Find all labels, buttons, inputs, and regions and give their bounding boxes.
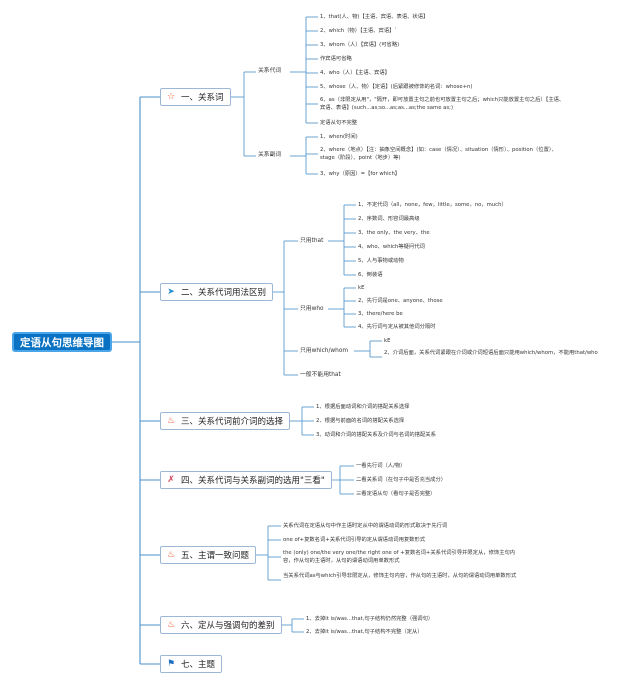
flame-icon: ♨: [166, 620, 176, 630]
leaf: 3、动词和介词的搭配关系及介词与名词的搭配关系: [316, 432, 436, 438]
flame-icon: ♨: [166, 550, 176, 560]
leaf: 1、when(时间): [320, 134, 358, 140]
topic-label: 七、主题: [181, 660, 216, 670]
topic-relative-words[interactable]: ☆ 一、关系词: [160, 88, 231, 106]
leaf: kE: [384, 338, 391, 344]
leaf: 6、倒装语: [358, 272, 383, 278]
topic-emphasis-difference[interactable]: ♨ 六、定从与强调句的差别: [160, 616, 282, 634]
paper-plane-icon: ➤: [167, 287, 175, 297]
leaf: 3、there/here be: [358, 311, 403, 317]
leaf: 关系代词在定语从句中作主语时定从中的谓语动词的形式取决于先行词: [283, 523, 448, 529]
topic-agreement[interactable]: ♨ 五、主谓一致问题: [160, 546, 257, 564]
topic-pronoun-usage[interactable]: ➤ 二、关系代词用法区别: [160, 283, 274, 301]
topic-label: 三、关系代词前介词的选择: [181, 417, 284, 427]
root-topic[interactable]: 定语从句思维导图: [12, 332, 112, 352]
leaf: kE: [358, 285, 365, 291]
topic-theme[interactable]: ⚑ 七、主题: [160, 655, 223, 673]
leaf: 5、whose（人、物）【定语】(后紧跟被修饰的名词：whose+n): [320, 84, 473, 90]
leaf: 4、who（人）【主语、宾语】: [320, 70, 390, 76]
leaf: 1、that(人、物)【主语、宾语、表语、状语】: [320, 14, 429, 20]
leaf: 2、序数词、形容词最高级: [358, 216, 420, 222]
leaf: 2、去掉it is/was...that,句子结构不完整（定从）: [306, 629, 423, 635]
branch-only-that[interactable]: 只用that: [300, 238, 324, 244]
leaf: 1、不定代词（all，none，few，little，some，no，much）: [358, 202, 507, 208]
leaf: 2、介词后面，关系代词紧跟在介词或介词短语后面只能用which/whom，不能用…: [384, 350, 598, 356]
topic-three-looks[interactable]: ✗ 四、关系代词与关系副词的选用"三看": [160, 471, 332, 489]
branch-relative-adverbs[interactable]: 关系副词: [258, 152, 282, 158]
branch-not-that[interactable]: 一般不能用that: [300, 372, 341, 378]
flag-icon: ⚑: [166, 659, 176, 669]
topic-label: 四、关系代词与关系副词的选用"三看": [181, 476, 325, 486]
leaf: 4、who、which等疑问代词: [358, 244, 425, 250]
topic-label: 二、关系代词用法区别: [181, 288, 267, 298]
leaf: 作宾语可省略: [320, 56, 352, 62]
leaf: 定语从句不完整: [320, 120, 358, 126]
leaf: 三看定语从句（看句子是否完整）: [356, 491, 436, 497]
leaf: 2、which（物）【主语、宾语】`: [320, 28, 398, 34]
leaf: 4、先行词与定从被其他词分隔时: [358, 324, 436, 330]
topic-label: 一、关系词: [181, 93, 224, 103]
star-outline-icon: ☆: [166, 92, 176, 102]
leaf: 3、the only、the very、the: [358, 230, 430, 236]
leaf: 3、why（原因）=【for which】: [320, 171, 401, 177]
topic-label: 六、定从与强调句的差别: [181, 621, 275, 631]
leaf: 2、where（地点）【注：抽象空间概念】(如：case（情况）、situati…: [320, 147, 557, 161]
leaf: 二看关系词（在句子中是否充当成分）: [356, 477, 447, 483]
branch-relative-pronouns[interactable]: 关系代词: [258, 68, 282, 74]
leaf: 2、根据与前面的名词的搭配关系选择: [316, 418, 405, 424]
leaf: 3、whom（人）【宾语】(可省略): [320, 42, 400, 48]
leaf: 2、先行词是one、anyone、those: [358, 298, 443, 304]
leaf: 一看先行词（人/物）: [356, 463, 406, 469]
branch-only-who[interactable]: 只用who: [300, 306, 324, 312]
leaf: 1、去掉it is/was...that,句子结构仍然完整（强调句）: [306, 616, 434, 622]
leaf: one of+复数名词+关系代词引导的定从谓语动词用复数形式: [283, 537, 426, 543]
leaf: 6、as（非限定从用"，"隔开，即可放置主句之前也可放置主句之后；which只能…: [320, 97, 565, 111]
leaf: 当关系代词as与which引导非限定从，修饰主句内容，作从句的主语时，从句的谓语…: [283, 573, 517, 579]
leaf: the (only) one/the very one/the right on…: [283, 550, 516, 564]
leaf: 1、根据后面动词和介词的搭配关系选择: [316, 404, 410, 410]
topic-preposition-choice[interactable]: ♨ 三、关系代词前介词的选择: [160, 412, 291, 430]
branch-only-which-whom[interactable]: 只用which/whom: [300, 348, 349, 354]
scribble-icon: ✗: [167, 475, 175, 485]
flame-icon: ♨: [166, 416, 176, 426]
leaf: 5、人与事物或动物: [358, 258, 404, 264]
topic-label: 五、主谓一致问题: [181, 551, 250, 561]
